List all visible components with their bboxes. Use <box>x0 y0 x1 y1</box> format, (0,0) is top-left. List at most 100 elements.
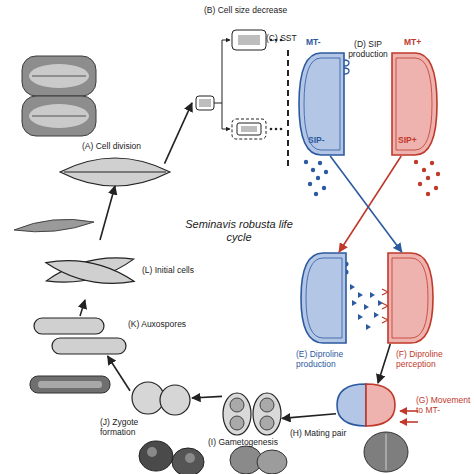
node-outline <box>388 252 434 344</box>
cycle-arrow <box>100 186 115 240</box>
cycle-arrow <box>80 300 85 316</box>
gamete <box>260 398 274 412</box>
gametangium <box>223 393 251 435</box>
cell-inner <box>306 258 342 338</box>
diproline-producer-cell: (E) Diproline production <box>300 252 346 344</box>
cell-content <box>199 99 211 107</box>
stage-label: (K) Auxospores <box>128 320 200 330</box>
micrograph <box>22 56 96 96</box>
sip-dots <box>304 160 328 196</box>
split-bracket <box>214 40 230 103</box>
cycle-arrow <box>165 103 193 164</box>
mating-pair: (H) Mating pair <box>336 383 396 427</box>
sip-dot <box>314 192 318 196</box>
micrograph <box>32 116 86 117</box>
stage-label: (I) Gametogenesis <box>208 438 298 448</box>
micrograph <box>139 441 173 471</box>
micrograph <box>29 64 89 88</box>
stage-label: MT- <box>306 38 336 48</box>
signal-label: SIP- <box>308 136 338 146</box>
stage-label: (C) SST <box>266 34 302 44</box>
sip-dot <box>418 182 422 186</box>
node-outline <box>192 30 278 142</box>
cell-outline <box>232 30 266 50</box>
cell-half <box>337 384 366 426</box>
auxospores: (K) Auxospores <box>34 316 126 356</box>
cell-inner <box>396 58 432 150</box>
diproline-perceiver-cell: (F) Diproline perception <box>388 252 434 344</box>
micrograph <box>172 448 204 474</box>
cell-inner <box>392 258 428 338</box>
sip-dot <box>304 160 308 164</box>
micrograph <box>185 453 195 463</box>
diproline-triangle <box>350 284 355 290</box>
stage-label: (A) Cell division <box>82 142 172 152</box>
cell-outline <box>232 119 266 139</box>
diagram-title: Seminavis robusta life cycle <box>184 218 294 244</box>
sip-dot <box>426 192 430 196</box>
sip-dot <box>426 176 430 180</box>
receptor-symbol <box>382 289 388 323</box>
diproline-triangle <box>366 324 371 330</box>
diproline-triangle <box>364 304 369 310</box>
cycle-arrow <box>282 414 336 419</box>
diproline-triangle <box>374 312 379 318</box>
sip-dot <box>308 182 312 186</box>
gamete <box>230 398 244 412</box>
cycle-arrow <box>378 344 390 383</box>
division-line <box>64 172 166 173</box>
sst-threshold-line <box>287 50 289 168</box>
sip-dot <box>430 161 434 165</box>
zygote <box>160 385 190 415</box>
sip-dot <box>318 161 322 165</box>
node-outline <box>336 383 396 427</box>
cycle-arrow <box>330 156 402 252</box>
stage-label: (E) Diproline production <box>296 350 374 370</box>
dividing-cell: (A) Cell division <box>60 158 170 186</box>
cell-shape <box>299 53 344 155</box>
node-outline <box>222 392 282 436</box>
cycle-arrow <box>192 396 222 398</box>
initial-cell <box>44 250 136 289</box>
micrograph <box>14 219 94 231</box>
gamete <box>260 416 274 430</box>
micrograph <box>32 76 86 77</box>
auxospore <box>52 338 126 354</box>
ellipsis-dot <box>270 128 273 131</box>
diproline-triangle <box>352 300 357 306</box>
cycle-arrow <box>339 156 401 252</box>
stage-label: MT+ <box>404 38 434 48</box>
ellipsis-dot <box>280 128 283 131</box>
stage-label: (L) Initial cells <box>142 266 214 276</box>
initial-cells: (L) Initial cells <box>40 240 140 300</box>
diproline-triangle <box>358 292 363 298</box>
cycle-arrow <box>108 356 130 391</box>
micrograph <box>257 450 287 474</box>
cell-inner <box>304 58 340 150</box>
gamete <box>230 416 244 430</box>
split-bracket <box>222 103 230 129</box>
sip-dot <box>414 160 418 164</box>
stage-label: (H) Mating pair <box>290 429 362 439</box>
micrograph <box>147 447 157 457</box>
cell-half <box>366 384 395 426</box>
sip-dot <box>316 176 320 180</box>
cell-shape <box>301 253 346 343</box>
sip-dot <box>422 168 426 172</box>
micrograph <box>30 376 110 393</box>
stage-label: (J) Zygote formation <box>100 418 160 438</box>
micrograph <box>38 381 102 388</box>
sip-dot <box>436 172 440 176</box>
gametogenesis-cells: (I) Gametogenesis <box>222 392 282 436</box>
micrograph <box>22 96 96 136</box>
signal-label: SIP+ <box>398 136 428 146</box>
stage-label: (F) Diproline perception <box>396 350 474 370</box>
size-decrease-group: (B) Cell size decrease <box>192 30 278 142</box>
sip-dot <box>324 170 328 174</box>
node-outline <box>300 252 346 344</box>
cell-content <box>241 126 257 132</box>
sip-dot <box>434 186 438 190</box>
micrograph <box>386 434 387 470</box>
